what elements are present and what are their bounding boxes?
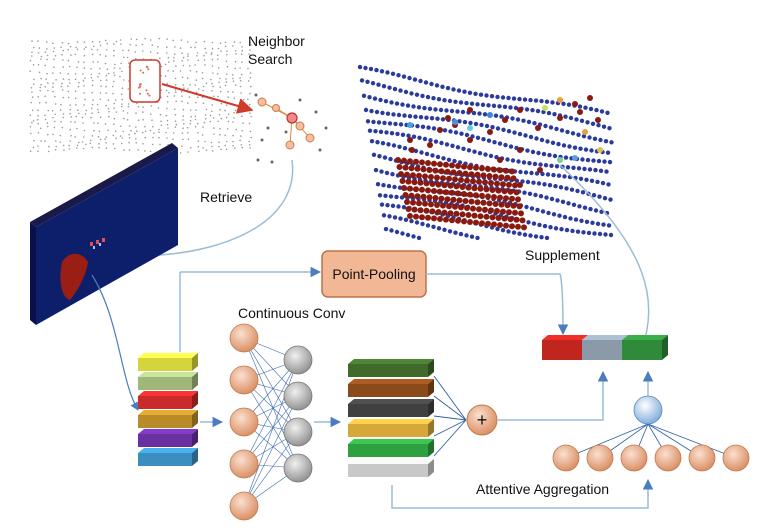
output-feature-segment [582, 335, 628, 360]
neighbor-neuron [654, 444, 682, 472]
conv-output-bar [348, 359, 434, 377]
retrieve-label: Retrieve [200, 189, 252, 205]
conv-output-bar [348, 399, 434, 417]
input-neuron [229, 407, 259, 437]
conv-edge [243, 359, 299, 465]
neighbor-search-label-line1: Neighbor [248, 33, 305, 49]
continuous-conv-label: Continuous Conv [238, 305, 345, 321]
input-feature-bar [138, 410, 198, 428]
sum-fan-in [433, 375, 467, 457]
input-feature-stack [138, 353, 198, 466]
neighbor-search-label-line2: Search [248, 51, 292, 67]
attention-node [633, 395, 663, 425]
output-feature-segment [622, 335, 668, 360]
neighbor-neuron [552, 444, 580, 472]
input-feature-bar [138, 429, 198, 447]
input-feature-bar [138, 353, 198, 371]
input-neuron [229, 449, 259, 479]
conv-edge [243, 337, 299, 469]
attention-edge [647, 423, 737, 459]
conv-edge [243, 359, 299, 507]
sum-symbol: + [477, 410, 488, 430]
point-pooling-label: Point-Pooling [332, 266, 415, 282]
input-feature-bar [138, 372, 198, 390]
sum-to-output-arrow [498, 370, 609, 421]
conv-edge [243, 395, 299, 465]
conv-edge [243, 395, 299, 507]
input-feature-bar [138, 391, 198, 409]
bev-feature-map [30, 143, 178, 325]
hidden-neuron [283, 381, 313, 411]
neighbor-search-graph [254, 93, 328, 164]
conv-output-bar [348, 439, 434, 457]
neighbor-neuron [722, 444, 750, 472]
supplemented-point-cloud [357, 64, 614, 241]
conv-edge [243, 431, 299, 507]
raw-point-cloud [29, 37, 252, 154]
conv-edge [243, 379, 299, 469]
supplement-curve [559, 164, 650, 356]
retrieve-red-arrow [161, 83, 254, 114]
sum-node [466, 404, 498, 436]
conv-edge [243, 337, 299, 433]
continuous-conv-network [229, 323, 313, 521]
retrieve-curve [90, 159, 294, 256]
bev-to-features-arrow [91, 274, 139, 411]
input-neuron [229, 323, 259, 353]
supplement-label: Supplement [525, 247, 600, 263]
output-feature-segment [542, 335, 588, 360]
attentive-aggregation-label: Attentive Aggregation [476, 481, 609, 497]
neighbor-neuron [688, 444, 716, 472]
conv-output-bar [348, 379, 434, 397]
conv-output-stack [348, 359, 434, 477]
pool-output-line [426, 273, 569, 336]
input-neuron [229, 365, 259, 395]
input-feature-bar [138, 448, 198, 466]
conv-output-bar [348, 419, 434, 437]
hidden-neuron [283, 453, 313, 483]
neighbor-neuron [620, 444, 648, 472]
attentive-aggregation [552, 395, 750, 472]
conv-to-aggregation-line [391, 478, 654, 509]
neighborhood-highlight-box [129, 59, 161, 103]
input-neuron [229, 491, 259, 521]
car-feature-blob [60, 253, 88, 300]
neighbor-neuron [586, 444, 614, 472]
conv-output-bar [348, 459, 434, 477]
attention-edge [565, 423, 649, 459]
output-feature-vector [542, 335, 668, 360]
hidden-neuron [283, 417, 313, 447]
hidden-neuron [283, 345, 313, 375]
